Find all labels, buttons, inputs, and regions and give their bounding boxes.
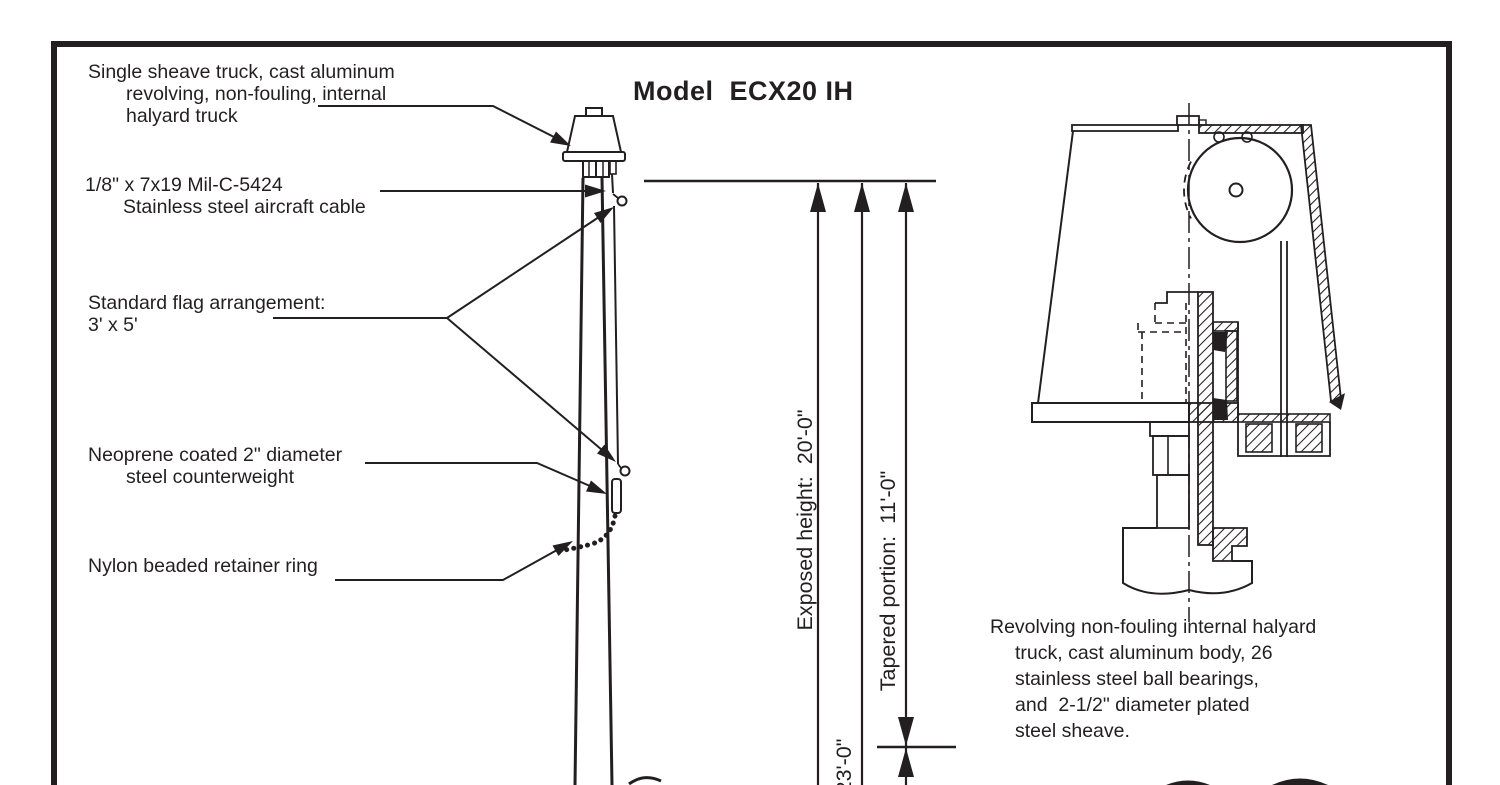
truck-symbol	[562, 107, 626, 178]
internal-halyard-rope	[1280, 241, 1288, 457]
counterweight-symbol	[611, 478, 622, 514]
tapered-portion-label: Tapered portion: 11'-0"	[876, 471, 900, 692]
detail-caption: Revolving non-fouling internal halyard t…	[990, 616, 1317, 742]
callout-counterweight: Neoprene coated 2" diameter steel counte…	[88, 444, 343, 488]
flag-snap-bottom	[619, 465, 631, 477]
callout-flag: Standard flag arrangement: 3' x 5'	[88, 292, 326, 336]
pole-top-cylinder	[1122, 527, 1253, 595]
drawing-border-frame	[51, 41, 1452, 785]
callout-leaders	[273, 105, 616, 581]
bearing-race	[1225, 330, 1238, 402]
leader-counterweight	[365, 462, 607, 494]
callout-truck: Single sheave truck, cast aluminum revol…	[88, 61, 395, 127]
spindle-shaft	[1149, 421, 1190, 529]
cone-section-wall	[1299, 124, 1342, 403]
sheave	[1186, 136, 1294, 244]
sheave-axle	[1228, 182, 1244, 198]
truck-section-detail	[1031, 103, 1345, 785]
cone-left-edge	[1037, 130, 1074, 404]
hidden-lines	[1137, 303, 1187, 403]
bottom-cut-shape-left	[1166, 780, 1210, 785]
beaded-retainer-ring-symbol	[561, 513, 618, 553]
leader-flag	[273, 207, 616, 462]
halyard-cable	[561, 173, 631, 553]
model-title: Model ECX20 IH	[633, 76, 854, 106]
leader-cable	[380, 184, 606, 198]
sheave-hidden-arc	[1183, 161, 1192, 219]
leader-retainer-ring	[335, 541, 573, 581]
flagpole-elevation	[561, 107, 662, 785]
bottom-cut-shape-right	[1272, 778, 1328, 785]
callout-cable: 1/8" x 7x19 Mil-C-5424 Stainless steel a…	[85, 174, 366, 218]
flag-snap-top	[616, 195, 628, 207]
leader-truck	[318, 105, 571, 146]
callout-retainer-ring: Nylon beaded retainer ring	[88, 555, 318, 577]
base-curve	[628, 776, 662, 785]
exposed-height-label: Exposed height: 20'-0"	[793, 410, 817, 631]
spindle-foot	[1212, 527, 1248, 562]
flange-plate	[1031, 402, 1190, 423]
overall-length-label: 23'-0"	[832, 739, 856, 785]
dimension-lines: Exposed height: 20'-0" Tapered portion: …	[644, 179, 956, 785]
